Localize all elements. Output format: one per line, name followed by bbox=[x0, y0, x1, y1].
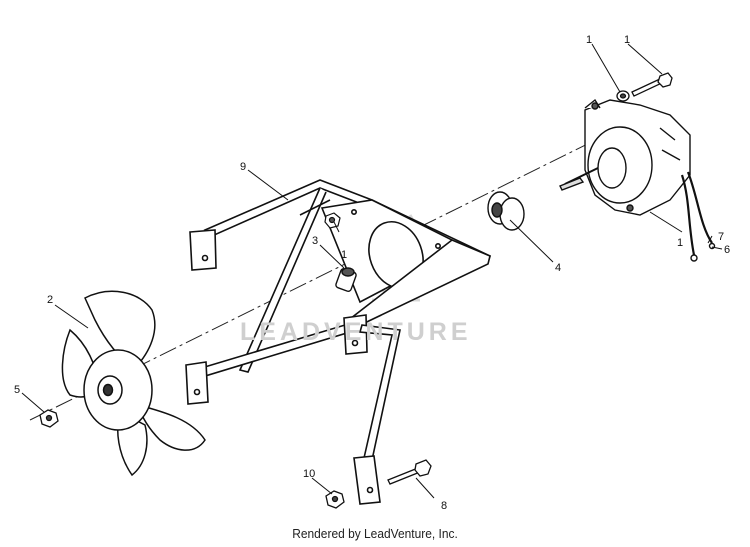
grommet bbox=[487, 191, 525, 231]
callout-3-spacer: 3 bbox=[312, 235, 318, 247]
assembly-axis-line bbox=[29, 117, 641, 421]
leader-lines bbox=[21, 43, 723, 499]
spacer bbox=[335, 267, 357, 292]
fan-motor bbox=[559, 98, 716, 262]
callout-4-grommet: 4 bbox=[555, 262, 561, 274]
callout-1-bolt: 1 bbox=[624, 34, 630, 46]
callout-1-nut: 1 bbox=[341, 249, 347, 261]
callout-7-wire: 7 bbox=[718, 231, 724, 243]
callout-8-bolt: 8 bbox=[441, 500, 447, 512]
callout-5-fan-nut: 5 bbox=[14, 384, 20, 396]
callout-6-wire: 6 bbox=[724, 244, 730, 256]
callout-1-motor: 1 bbox=[677, 237, 683, 249]
bracket-lock-nut bbox=[325, 490, 345, 509]
callout-1-washer: 1 bbox=[586, 34, 592, 46]
fan-nut bbox=[39, 409, 59, 428]
bracket bbox=[185, 179, 491, 505]
footer-credit: Rendered by LeadVenture, Inc. bbox=[292, 526, 458, 541]
motor-bolt bbox=[616, 72, 673, 102]
callout-10-lock-nut: 10 bbox=[303, 468, 315, 480]
bracket-nut bbox=[324, 212, 341, 229]
fan-blade bbox=[61, 290, 206, 477]
callout-2-fan-blade: 2 bbox=[47, 294, 53, 306]
callout-labels: 1 1 1 1 2 3 4 5 6 7 8 9 10 bbox=[14, 34, 730, 512]
callout-9-bracket: 9 bbox=[240, 161, 246, 173]
watermark-text: LEADVENTURE bbox=[240, 318, 472, 346]
bracket-bolt bbox=[387, 459, 432, 485]
